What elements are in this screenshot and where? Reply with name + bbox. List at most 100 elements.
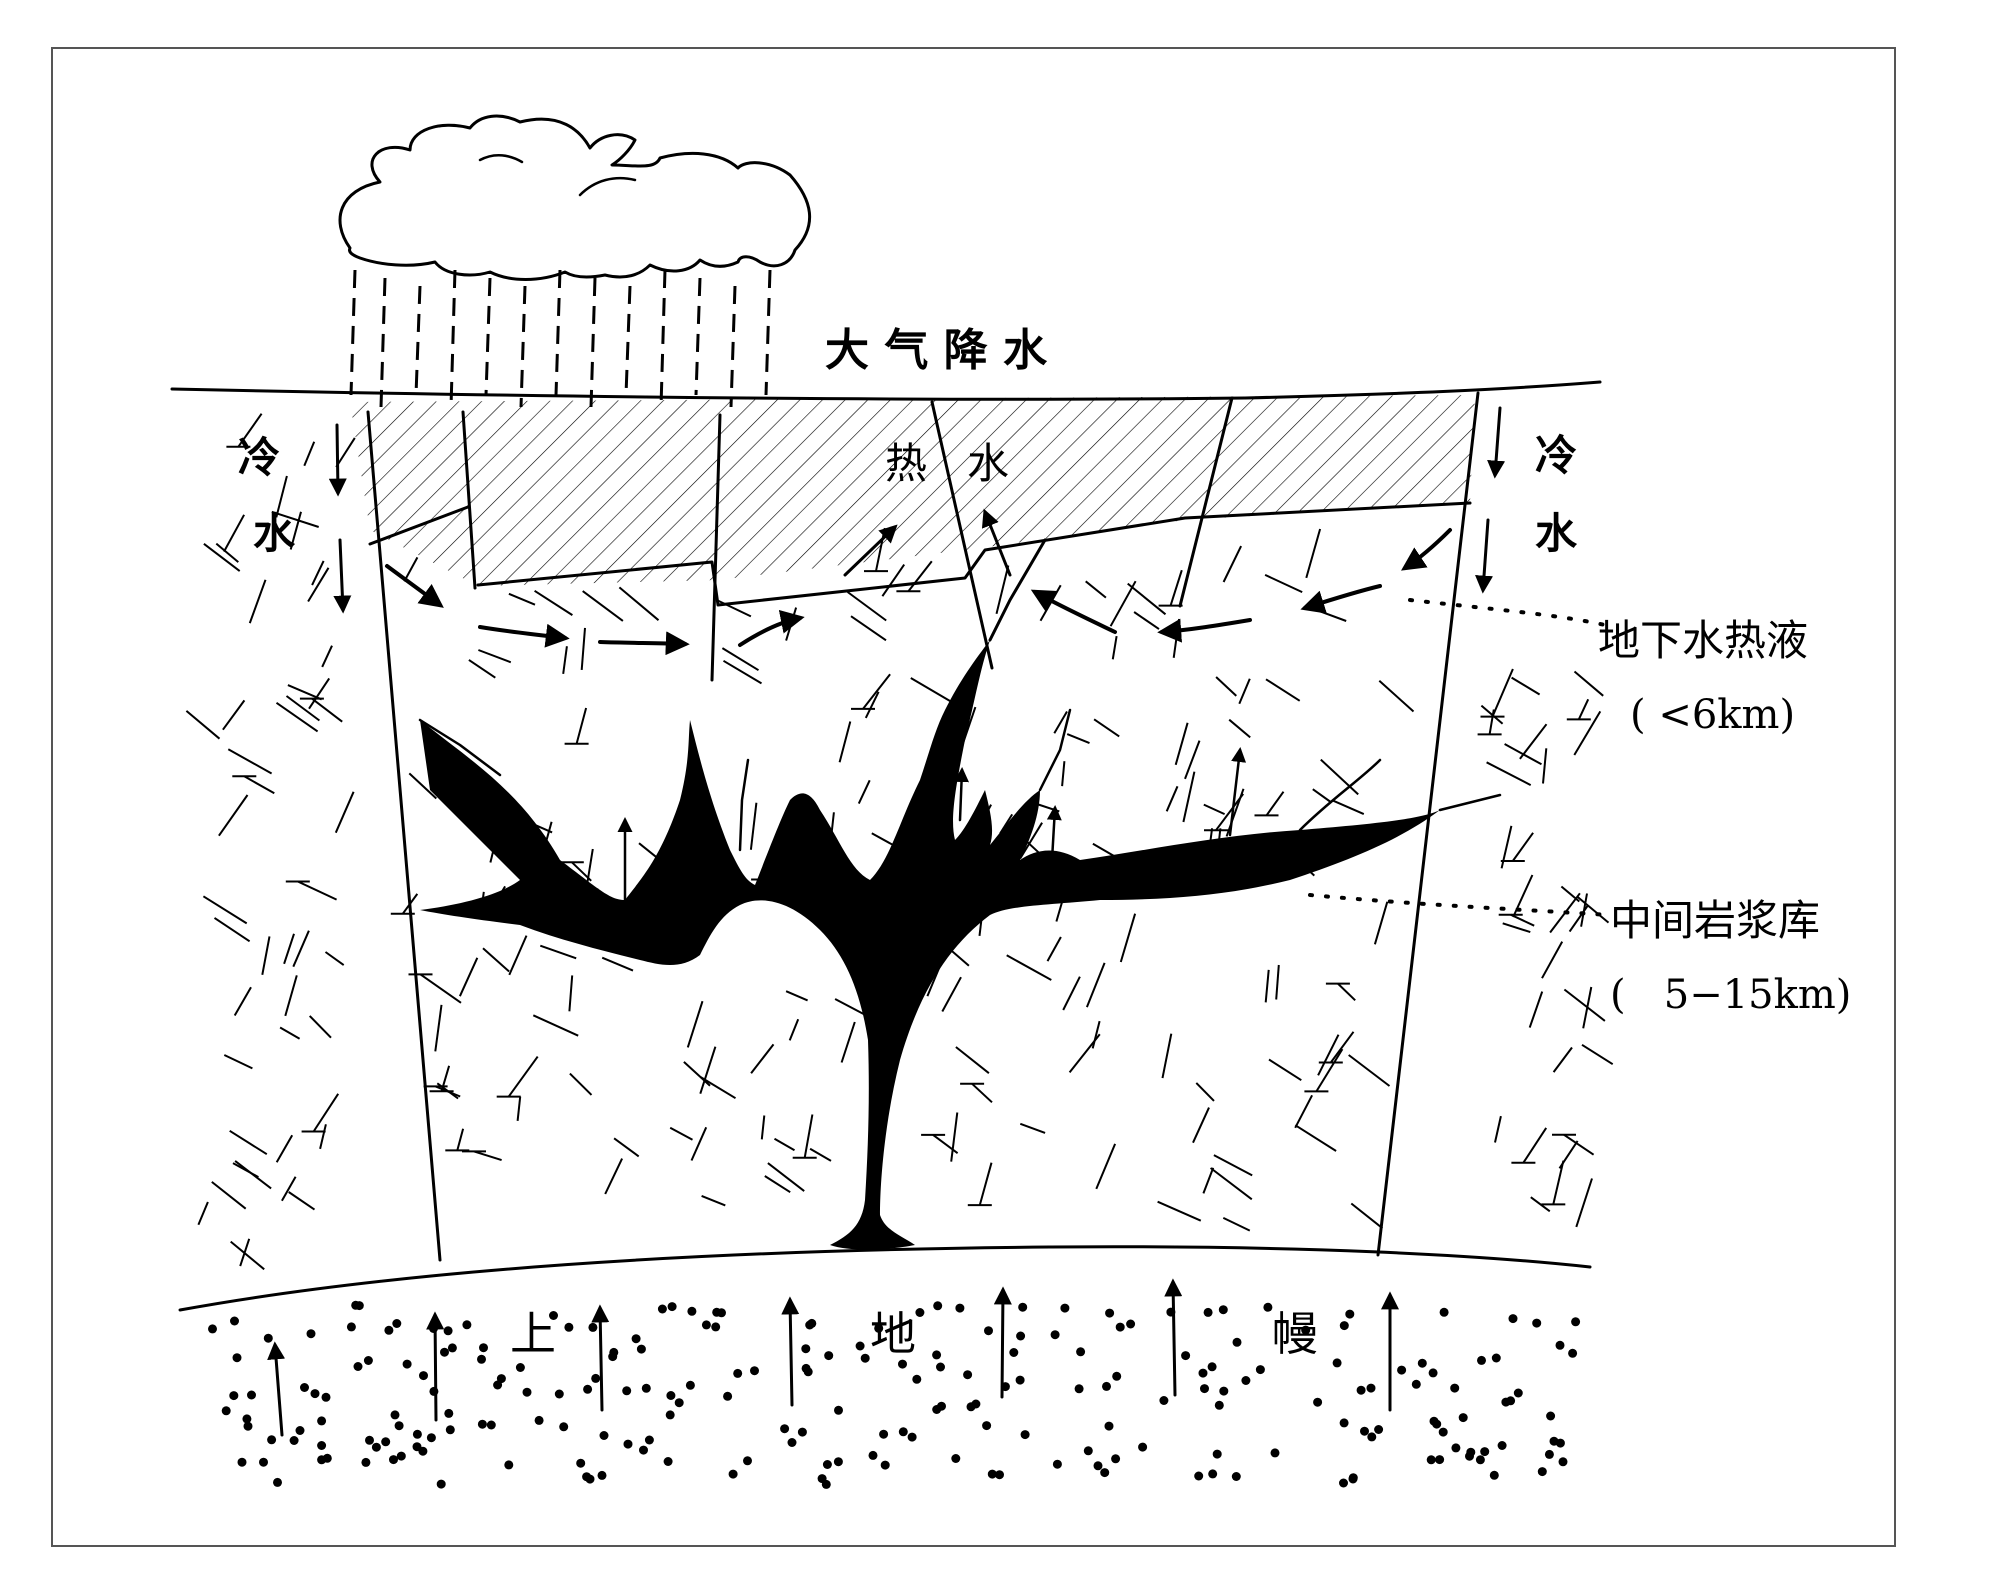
mantle-dot: [1366, 1383, 1376, 1393]
rock-tick: [1169, 569, 1183, 606]
rock-tick: [1264, 573, 1303, 594]
rock-tick: [292, 930, 310, 968]
magma-chamber-label: 中间岩浆库: [1610, 896, 1820, 945]
rock-tick: [1317, 1034, 1340, 1076]
rock-tick: [1350, 1202, 1384, 1229]
mantle-dot: [208, 1324, 217, 1334]
rock-tick: [1006, 954, 1052, 981]
rock-tick: [275, 701, 319, 733]
rock-tick: [715, 598, 752, 618]
mantle-dot: [477, 1419, 487, 1429]
rock-tick: [1215, 793, 1245, 831]
mantle-dot: [1050, 1330, 1060, 1340]
hot-water-label: 热 水: [885, 439, 1009, 488]
rock-tick: [434, 1004, 443, 1052]
mantle-dot: [1074, 1384, 1084, 1394]
rock-tick: [1133, 611, 1160, 630]
rain-streak: [379, 277, 387, 408]
rock-tick: [1209, 1167, 1253, 1201]
rock-tick: [683, 1061, 711, 1087]
mantle-dot: [247, 1390, 256, 1400]
rock-tick: [1184, 740, 1201, 780]
rock-tick: [297, 880, 338, 901]
rock-tick: [809, 1147, 832, 1162]
rock-tick: [1109, 580, 1137, 627]
rock-tick: [539, 944, 577, 960]
rock-tick: [1195, 1082, 1215, 1102]
mantle-dot: [365, 1435, 374, 1445]
mantle-dot: [392, 1319, 402, 1328]
mantle-dot: [641, 1383, 651, 1393]
mantle-dot: [317, 1441, 327, 1450]
mantle-dot: [1018, 1302, 1028, 1312]
mantle-dot: [674, 1398, 684, 1408]
mantle-dot: [1532, 1318, 1542, 1328]
mantle-dot: [824, 1351, 834, 1361]
mantle-dot: [1537, 1467, 1547, 1477]
mantle-dot: [295, 1426, 305, 1435]
mantle-dot: [907, 1432, 917, 1442]
mantle-dot: [1076, 1347, 1086, 1357]
rock-tick: [1541, 941, 1564, 979]
groundwater-flow-arrows: [385, 508, 1452, 656]
rock-tick: [1511, 676, 1541, 696]
rock-tick: [1161, 1033, 1173, 1079]
rock-tick: [1157, 1200, 1202, 1222]
mantle-dot: [874, 1323, 884, 1333]
rock-tick: [419, 973, 462, 1004]
rock-tick: [233, 986, 252, 1016]
mantle-dot: [361, 1457, 371, 1467]
mantle-dot: [504, 1460, 514, 1470]
rock-tick: [185, 710, 221, 740]
mantle-dot: [915, 1308, 925, 1317]
mantle-dot: [822, 1460, 832, 1469]
rock-tick: [701, 1194, 726, 1207]
mantle-dot: [712, 1307, 722, 1317]
mantle-dot: [300, 1383, 309, 1392]
magma-leader-line: [1308, 893, 1612, 917]
rock-tick: [1511, 832, 1534, 862]
mantle-dot: [381, 1437, 391, 1447]
rain-streak: [659, 269, 667, 408]
rock-tick: [847, 591, 887, 622]
rock-tick: [995, 565, 1010, 615]
rock-tick: [289, 511, 302, 550]
rock-tick: [408, 772, 437, 800]
rock-tick: [1580, 893, 1588, 927]
rock-tick: [1111, 635, 1118, 660]
rock-tick: [478, 649, 512, 664]
rock-tick: [1494, 1115, 1502, 1143]
mantle-dot: [1060, 1303, 1070, 1313]
mantle-dot: [1181, 1351, 1191, 1361]
mantle-dot: [351, 1300, 361, 1310]
rock-tick: [1093, 718, 1120, 738]
rock-tick: [308, 1015, 332, 1039]
mantle-dot: [951, 1454, 961, 1463]
mantle-dot: [306, 1329, 316, 1339]
rock-tick: [230, 1240, 265, 1271]
rock-tick: [271, 510, 320, 528]
mantle-dot: [743, 1456, 752, 1466]
rock-tick: [1215, 676, 1237, 697]
rock-tick: [955, 1046, 990, 1074]
rock-tick: [785, 990, 808, 1002]
rock-tick: [686, 1000, 704, 1048]
rock-tick: [261, 936, 271, 975]
rock-tick: [941, 976, 962, 1012]
mantle-dot: [1374, 1425, 1384, 1434]
mantle-dot: [1203, 1307, 1213, 1317]
rain-streak: [624, 285, 632, 396]
mantle-dot: [667, 1302, 677, 1312]
rock-tick: [1062, 976, 1081, 1011]
rock-tick: [1312, 788, 1332, 804]
mantle-dot: [583, 1384, 593, 1394]
mantle-dot: [663, 1457, 673, 1466]
mantle-dot: [1426, 1455, 1436, 1465]
mantle-dot: [868, 1450, 878, 1460]
mantle-dot: [1508, 1314, 1518, 1324]
rock-tick: [1213, 1154, 1253, 1177]
rock-tick: [1068, 1033, 1101, 1074]
rock-tick: [532, 1014, 579, 1037]
mantle-dot: [644, 1435, 654, 1445]
